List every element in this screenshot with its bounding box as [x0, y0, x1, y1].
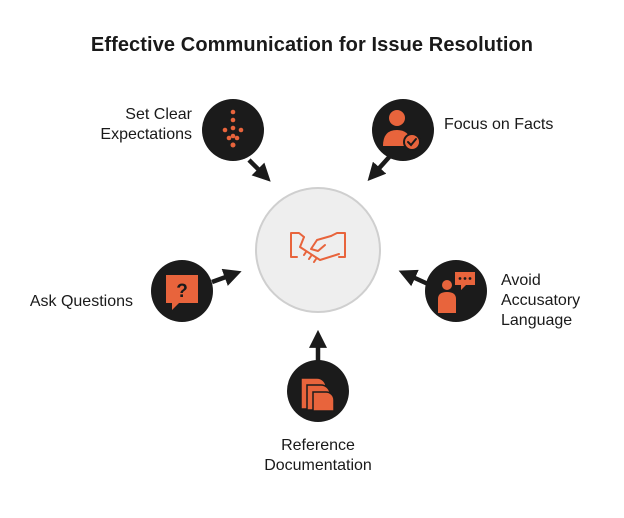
label-reference-documentation: Reference Documentation — [218, 436, 418, 476]
question-bubble-icon: ? — [166, 275, 198, 310]
arrow-avoid-accusatory-language — [398, 269, 429, 287]
stacked-documents-icon — [300, 377, 335, 412]
dotted-arrow-down-icon — [222, 109, 244, 148]
label-set-clear-expectations: Set Clear Expectations — [100, 105, 192, 145]
connector-arrows — [211, 153, 429, 361]
person-check-icon — [383, 110, 421, 151]
node-avoid-accusatory-language — [425, 260, 487, 322]
label-avoid-accusatory-language: Avoid Accusatory Language — [501, 271, 580, 331]
diagram-title: Effective Communication for Issue Resolu… — [90, 34, 534, 56]
label-line: Avoid — [501, 272, 541, 289]
label-focus-on-facts: Focus on Facts — [444, 115, 553, 135]
arrow-ask-questions — [211, 268, 242, 286]
label-line: Set Clear — [125, 106, 192, 123]
label-line: Ask Questions — [29, 293, 133, 310]
arrow-focus-on-facts — [367, 153, 393, 182]
node-focus-on-facts — [372, 99, 434, 161]
label-line: Focus on Facts — [444, 116, 554, 133]
node-set-clear-expectations — [202, 99, 264, 161]
center-hub — [255, 187, 381, 313]
label-line: Documentation — [264, 457, 372, 474]
label-line: Reference — [281, 437, 355, 454]
handshake-icon — [290, 232, 346, 263]
node-ask-questions: ? — [151, 260, 213, 322]
label-ask-questions: Ask Questions — [30, 292, 133, 312]
svg-text:?: ? — [176, 281, 188, 302]
node-reference-documentation — [287, 360, 349, 422]
label-line: Language — [501, 312, 573, 329]
label-line: Expectations — [100, 126, 192, 143]
arrow-set-clear-expectations — [247, 158, 271, 182]
person-speech-icon — [438, 272, 475, 313]
label-line: Accusatory — [501, 292, 581, 309]
